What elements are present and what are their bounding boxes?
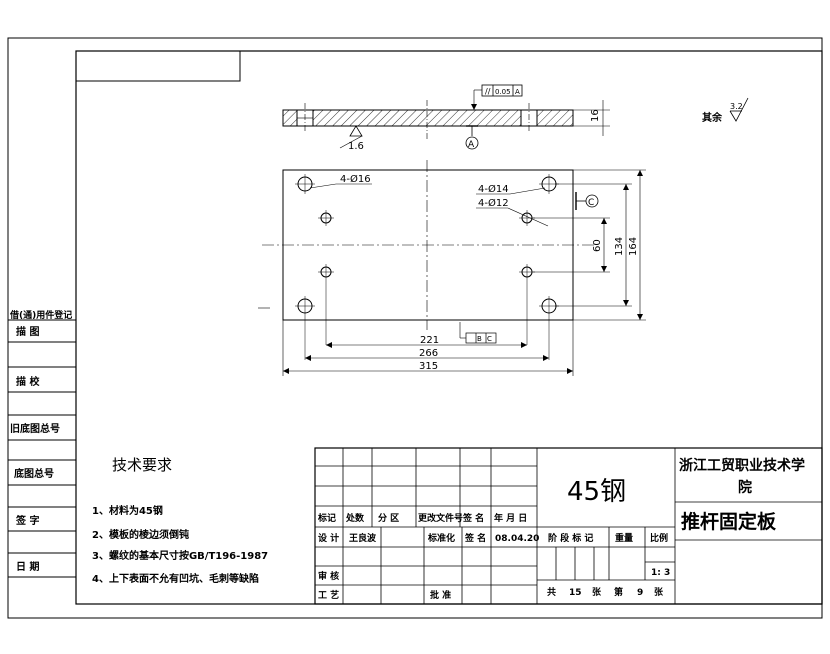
- material-text: 45钢: [567, 477, 626, 507]
- tb-header-file: 更改文件号: [418, 512, 463, 524]
- tech-requirements: 技术要求 1、材料为45钢 2、模板的棱边须倒钝 3、螺纹的基本尺寸按GB/T1…: [92, 456, 268, 585]
- datum-c-label: C: [588, 198, 594, 208]
- dim-60: 60: [592, 239, 603, 252]
- section-view: 16 1.6 A // 0.05 A: [282, 84, 610, 152]
- symmetry-datum: B: [477, 335, 482, 343]
- hole-small-label: 4-Ø12: [478, 197, 509, 209]
- code-box: [75, 50, 241, 82]
- dim-221: 221: [420, 335, 439, 346]
- part-name: 推杆固定板: [681, 510, 777, 533]
- parallel-datum: A: [515, 88, 520, 96]
- dim-thickness: 16: [590, 109, 601, 122]
- tb-sign-label: 签 名: [464, 532, 486, 544]
- tb-designer: 王良波: [349, 532, 377, 544]
- tb-total-prefix: 共: [547, 586, 556, 598]
- tb-sheet-prefix: 第: [614, 586, 623, 598]
- tb-sheet-value: 9: [637, 588, 643, 598]
- symmetry-datum-2: C: [487, 335, 492, 343]
- tb-review-label: 审 核: [318, 570, 339, 582]
- hole-big-label: 4-Ø16: [340, 173, 371, 185]
- tech-req-title: 技术要求: [112, 456, 172, 474]
- school-name-line2: 院: [738, 479, 752, 496]
- tb-header-zone: 分 区: [378, 512, 399, 524]
- roughness-section: 1.6: [348, 141, 364, 152]
- dim-315: 315: [419, 361, 438, 372]
- rest-roughness-value: 3.2: [730, 102, 743, 111]
- tb-date: 08.04.20: [495, 534, 539, 544]
- side-label-trace: 描 图: [16, 325, 39, 338]
- title-block: 45钢 浙江工贸职业技术学 院 推杆固定板 标记 处数 分 区 更改文件号 签 …: [314, 447, 823, 605]
- parallel-icon: //: [485, 87, 491, 96]
- parallel-tolerance: 0.05: [495, 88, 511, 96]
- tb-stage-label: 阶 段 标 记: [548, 532, 593, 544]
- tb-header-count: 处数: [345, 512, 365, 524]
- tb-header-sign: 签 名: [462, 512, 484, 524]
- tb-scale-value: 1: 3: [651, 568, 670, 578]
- tb-total-suffix: 张: [592, 586, 602, 598]
- tech-req-item: 4、上下表面不允有凹坑、毛刺等缺陷: [92, 572, 259, 585]
- school-name-line1: 浙江工贸职业技术学: [679, 457, 805, 474]
- datum-a-label: A: [468, 140, 475, 150]
- plan-view: 4-Ø16 4-Ø14 4-Ø12 C 60 1: [258, 160, 646, 376]
- tb-process-label: 工 艺: [318, 589, 339, 601]
- tb-design-label: 设 计: [318, 532, 339, 544]
- tech-req-item: 2、模板的棱边须倒钝: [92, 528, 189, 541]
- rest-roughness: 其余 3.2: [702, 97, 749, 124]
- rest-label: 其余: [702, 111, 723, 124]
- tb-approve-label: 批 准: [430, 589, 451, 601]
- side-panel: 借(通)用件登记 描 图 描 校 旧底图总号 底图总号 签 字 日 期: [8, 309, 76, 578]
- dim-164: 164: [628, 237, 639, 256]
- tb-header-mark: 标记: [317, 512, 336, 524]
- side-label-base-no: 底图总号: [14, 467, 54, 480]
- side-label-sign: 签 字: [15, 514, 39, 527]
- side-label-check: 描 校: [16, 375, 40, 388]
- tb-weight-label: 重量: [615, 532, 633, 544]
- side-label-borrow: 借(通)用件登记: [9, 309, 72, 321]
- tech-req-item: 1、材料为45钢: [92, 504, 163, 517]
- tb-total-value: 15: [569, 588, 582, 598]
- hole-mid-label: 4-Ø14: [478, 183, 509, 195]
- side-label-date: 日 期: [16, 560, 39, 573]
- tb-header-date: 年 月 日: [494, 512, 527, 524]
- side-label-old-no: 旧底图总号: [10, 422, 60, 435]
- tb-scale-label: 比例: [650, 532, 668, 544]
- dim-266: 266: [419, 348, 438, 359]
- tb-sheet-suffix: 张: [654, 586, 664, 598]
- tb-standardize-label: 标准化: [427, 532, 455, 544]
- dim-134: 134: [614, 237, 625, 256]
- tech-req-item: 3、螺纹的基本尺寸按GB/T196-1987: [92, 549, 268, 562]
